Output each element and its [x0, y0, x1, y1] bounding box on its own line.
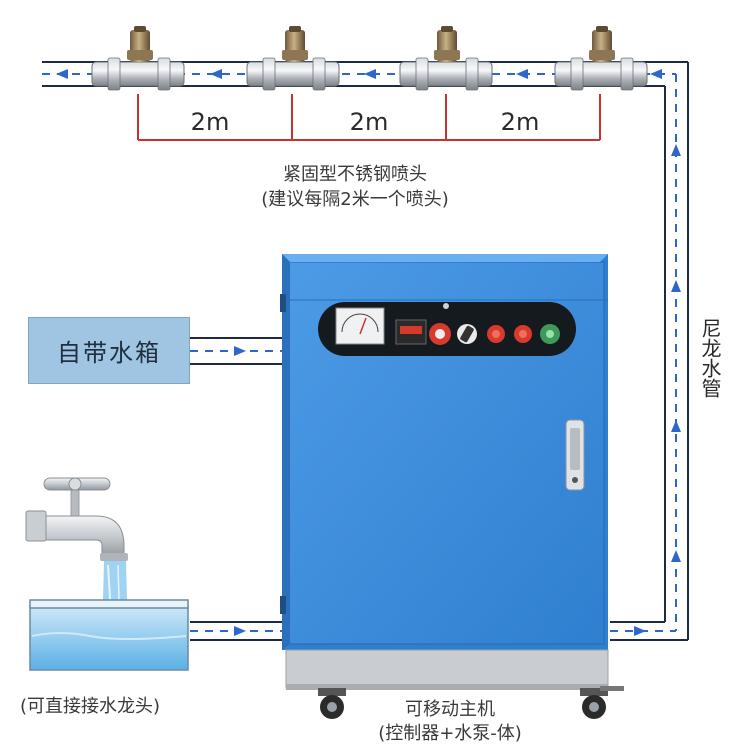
water-tank-label: 自带水箱 [28, 317, 190, 384]
tank-pipe [190, 337, 282, 365]
indicator-light-icon [487, 325, 505, 343]
faucet-caption: (可直接接水龙头) [20, 696, 161, 717]
indicator-light-icon [514, 325, 532, 343]
nylon-pipe-label: 尼龙水管 [698, 318, 722, 398]
nozzle-caption-line1: 紧固型不锈钢喷头 [283, 164, 427, 185]
spacing-label-2: 2m [349, 108, 389, 136]
control-panel [318, 302, 576, 356]
indicator-light-icon [540, 324, 560, 344]
gauge-icon [335, 307, 385, 345]
water-basin [29, 599, 189, 671]
nozzle-1 [91, 26, 185, 91]
caster-wheel-icon [318, 688, 346, 719]
faucet-pipe [190, 621, 282, 641]
spacing-label-3: 2m [500, 108, 540, 136]
main-unit-caption-line1: 可移动主机 [405, 699, 495, 720]
knob-icon [429, 323, 451, 345]
spacing-dimension [137, 94, 601, 141]
nozzle-3 [399, 26, 493, 91]
nozzle-4 [554, 26, 648, 91]
main-unit-caption-line2: (控制器+水泵-体) [378, 723, 522, 744]
spacing-label-1: 2m [190, 108, 230, 136]
nozzle-2 [246, 26, 340, 91]
knob-icon [457, 324, 477, 344]
nozzle-caption-line2: (建议每隔2米一个喷头) [261, 189, 449, 210]
caster-wheel-icon [580, 686, 624, 719]
nylon-pipe [610, 62, 689, 641]
door-handle-icon [565, 419, 585, 491]
digital-display-icon [395, 319, 427, 345]
